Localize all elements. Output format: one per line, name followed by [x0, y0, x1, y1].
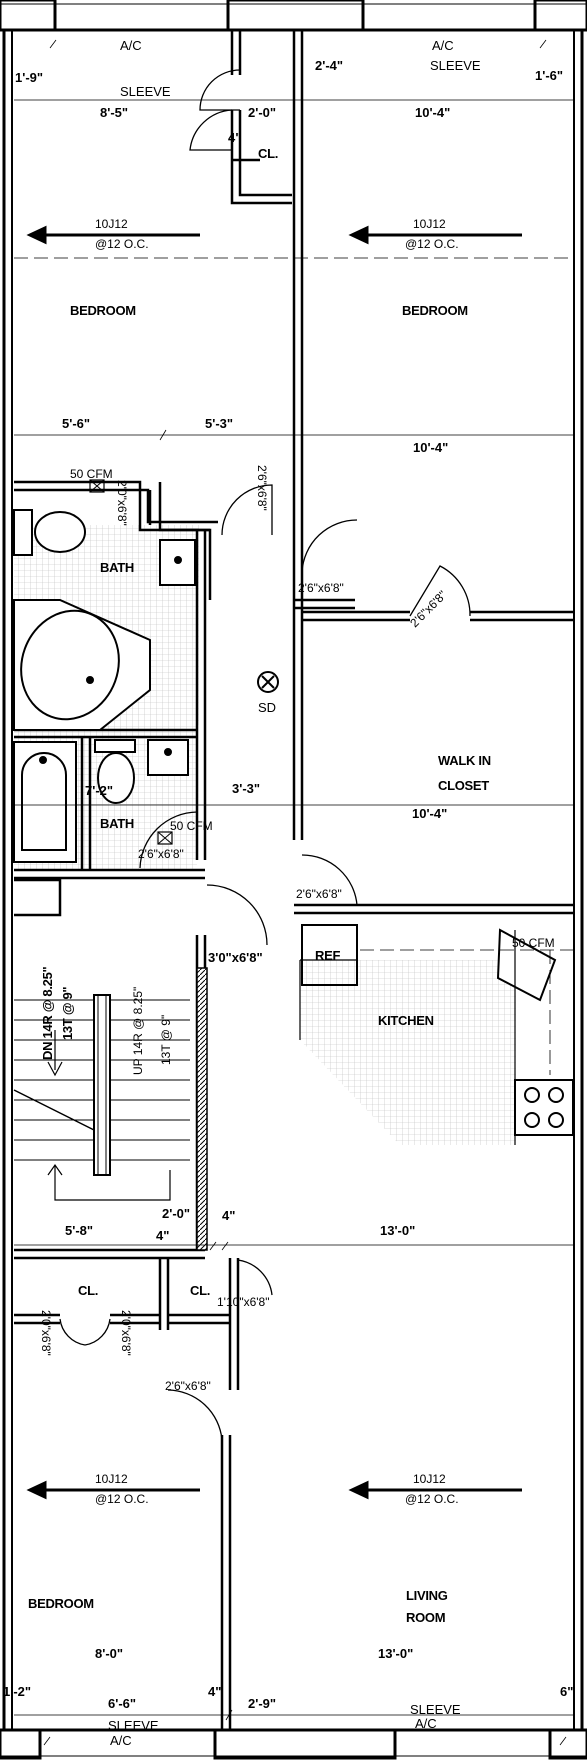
stair-down-line1: DN 14R @ 8.25" — [40, 966, 55, 1060]
dim-4-bot: 4" — [208, 1684, 221, 1699]
door-bath-lower: 2'6"x6'8" — [138, 847, 184, 861]
dim-1-9: 1'-9" — [15, 70, 43, 85]
dim-2-4: 2'-4" — [315, 58, 343, 73]
masonry-wall — [196, 967, 208, 1251]
door-closet-left-b: 2'0"x6'8" — [119, 1310, 133, 1356]
door-closet-right: 1'10"x6'8" — [217, 1295, 269, 1309]
sleeve-top-left-label: SLEEVE — [120, 84, 171, 99]
dim-4-mid-b: 4" — [156, 1228, 169, 1243]
fixtures — [13, 479, 574, 1145]
door-closet-left-a: 2'0"x6'8" — [39, 1310, 53, 1356]
dim-6-bot: 6" — [560, 1684, 573, 1699]
kitchen-sink — [496, 928, 557, 1002]
sink-lower — [147, 739, 189, 776]
room-closet-top: CL. — [258, 146, 278, 161]
stair-up-line2: 13T @ 9" — [159, 1015, 173, 1065]
dim-5-8: 5'-8" — [65, 1223, 93, 1238]
dim-4-top: 4" — [228, 130, 241, 145]
sleeve-top-right-label: SLEEVE — [430, 58, 481, 73]
room-kitchen: KITCHEN — [378, 1013, 434, 1028]
dim-6-6: 6'-6" — [108, 1696, 136, 1711]
refrigerator — [301, 924, 358, 986]
door-bedroom-top-left: 2'6"x6'8" — [255, 465, 269, 511]
dim-13-0-a: 13'-0" — [380, 1223, 415, 1238]
joist-c-spacing: @12 O.C. — [95, 1492, 149, 1506]
room-closet-right: CL. — [190, 1283, 210, 1298]
room-bedroom-bottom-left: BEDROOM — [28, 1596, 94, 1611]
fan-kitchen-label: 50 CFM — [512, 936, 555, 950]
toilet-bowl-upper — [34, 511, 86, 553]
dim-8-0: 8'-0" — [95, 1646, 123, 1661]
range — [514, 1079, 574, 1136]
dim-5-3: 5'-3" — [205, 416, 233, 431]
joist-a-spacing: @12 O.C. — [95, 237, 149, 251]
door-hall-a: 2'6"x6'8" — [298, 581, 344, 595]
joist-a-label: 10J12 — [95, 217, 128, 231]
door-hall-b: 2'6"x6'8" — [296, 887, 342, 901]
fan-lower-label: 50 CFM — [170, 819, 213, 833]
room-walk-in-line2: CLOSET — [438, 778, 489, 793]
joist-d-label: 10J12 — [413, 1472, 446, 1486]
joist-b-label: 10J12 — [413, 217, 446, 231]
door-stair: 3'0"x6'8" — [208, 950, 263, 965]
room-living-line1: LIVING — [406, 1588, 448, 1603]
dim-8-5: 8'-5" — [100, 105, 128, 120]
toilet-bowl-lower — [97, 752, 135, 804]
stair-up-line1: UP 14R @ 8.25" — [131, 987, 145, 1075]
dim-3-3: 3'-3" — [232, 781, 260, 796]
joist-c-label: 10J12 — [95, 1472, 128, 1486]
dim-2-9: 2'-9" — [248, 1696, 276, 1711]
smoke-detector-label: SD — [258, 700, 276, 715]
room-living-line2: ROOM — [406, 1610, 445, 1625]
dim-4-mid-a: 4" — [222, 1208, 235, 1223]
dim-13-0-b: 13'-0" — [378, 1646, 413, 1661]
fan-upper-label: 50 CFM — [70, 467, 113, 481]
room-refrigerator: REF — [315, 948, 340, 963]
ac-top-right-label: A/C — [432, 38, 454, 53]
room-bedroom-top-right: BEDROOM — [402, 303, 468, 318]
fan-icon-upper — [89, 479, 105, 493]
room-walk-in-line1: WALK IN — [438, 753, 491, 768]
dim-10-4-a: 10'-4" — [415, 105, 450, 120]
fan-icon-lower — [157, 831, 173, 845]
stair — [13, 994, 190, 1201]
dim-10-4-c: 10'-4" — [412, 806, 447, 821]
door-bath-upper: 2'0"x6'8" — [115, 480, 129, 526]
stair-down-line2: 13T @ 9" — [60, 987, 75, 1040]
joist-d-spacing: @12 O.C. — [405, 1492, 459, 1506]
dimension-lines — [14, 39, 574, 1746]
room-bath-upper: BATH — [100, 560, 134, 575]
sleeve-bottom-label: SLEEVE — [108, 1718, 159, 1733]
joist-arrows — [26, 225, 522, 1500]
ac-top-left-label: A/C — [120, 38, 142, 53]
sleeve-bottom-right-label: SLEEVE — [410, 1702, 461, 1717]
dim-10-4-b: 10'-4" — [413, 440, 448, 455]
joist-b-spacing: @12 O.C. — [405, 237, 459, 251]
dim-2-0-top: 2'-0" — [248, 105, 276, 120]
door-swings — [59, 69, 471, 1441]
room-bath-lower: BATH — [100, 816, 134, 831]
door-bedroom-bottom-left: 2'6"x6'8" — [165, 1379, 211, 1393]
dim-1-2: 1'-2" — [3, 1684, 31, 1699]
ac-bottom-right-label: A/C — [415, 1716, 437, 1731]
room-closet-left: CL. — [78, 1283, 98, 1298]
room-bedroom-top-left: BEDROOM — [70, 303, 136, 318]
dim-5-6: 5'-6" — [62, 416, 90, 431]
toilet-tank-upper — [13, 509, 33, 556]
dim-7-2: 7'-2" — [85, 783, 113, 798]
toilet-tank-lower — [94, 739, 136, 753]
dim-2-0-mid: 2'-0" — [162, 1206, 190, 1221]
ac-bottom-left-label: A/C — [110, 1733, 132, 1748]
dim-1-6: 1'-6" — [535, 68, 563, 83]
